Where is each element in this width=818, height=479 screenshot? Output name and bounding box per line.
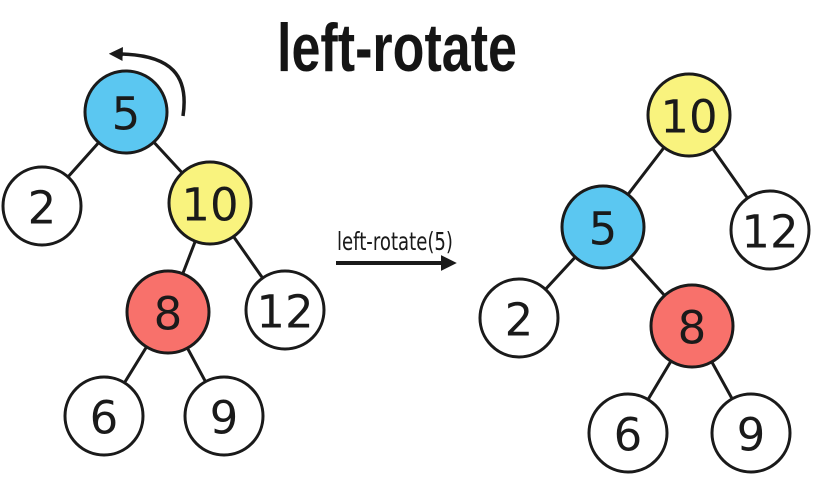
- tree-node-6: [587, 392, 669, 474]
- node-label-5: 5: [589, 203, 618, 256]
- node-label-10: 10: [660, 91, 717, 144]
- tree-node-6: [63, 375, 145, 457]
- node-label-2: 2: [28, 182, 57, 235]
- tree-node-9: [183, 375, 265, 457]
- node-label-10: 10: [181, 179, 238, 232]
- tree-node-5: [560, 184, 646, 270]
- tree-node-10: [167, 160, 253, 246]
- tree-node-8: [649, 283, 735, 369]
- node-label-8: 8: [154, 288, 183, 341]
- tree-node-12: [244, 269, 326, 351]
- node-label-9: 9: [737, 409, 766, 462]
- tree-node-10: [646, 72, 732, 158]
- node-label-12: 12: [741, 206, 798, 259]
- tree-node-5: [83, 69, 169, 155]
- after-tree: 10 5 12 2 8 6 9: [478, 72, 811, 474]
- node-label-12: 12: [256, 286, 313, 339]
- transform-label: left-rotate(5): [337, 227, 453, 256]
- rotation-arrow-icon: [108, 47, 186, 117]
- node-label-5: 5: [112, 88, 141, 141]
- node-label-6: 6: [614, 409, 643, 462]
- tree-node-12: [729, 189, 811, 271]
- before-tree: 5 2 10 8 12 6 9: [1, 69, 326, 457]
- node-label-2: 2: [505, 294, 534, 347]
- tree-node-2: [1, 165, 83, 247]
- page-title: left-rotate: [277, 10, 517, 86]
- tree-node-8: [125, 269, 211, 355]
- node-label-6: 6: [90, 392, 119, 445]
- tree-node-2: [478, 277, 560, 359]
- node-label-9: 9: [210, 392, 239, 445]
- tree-node-9: [710, 392, 792, 474]
- node-label-8: 8: [678, 302, 707, 355]
